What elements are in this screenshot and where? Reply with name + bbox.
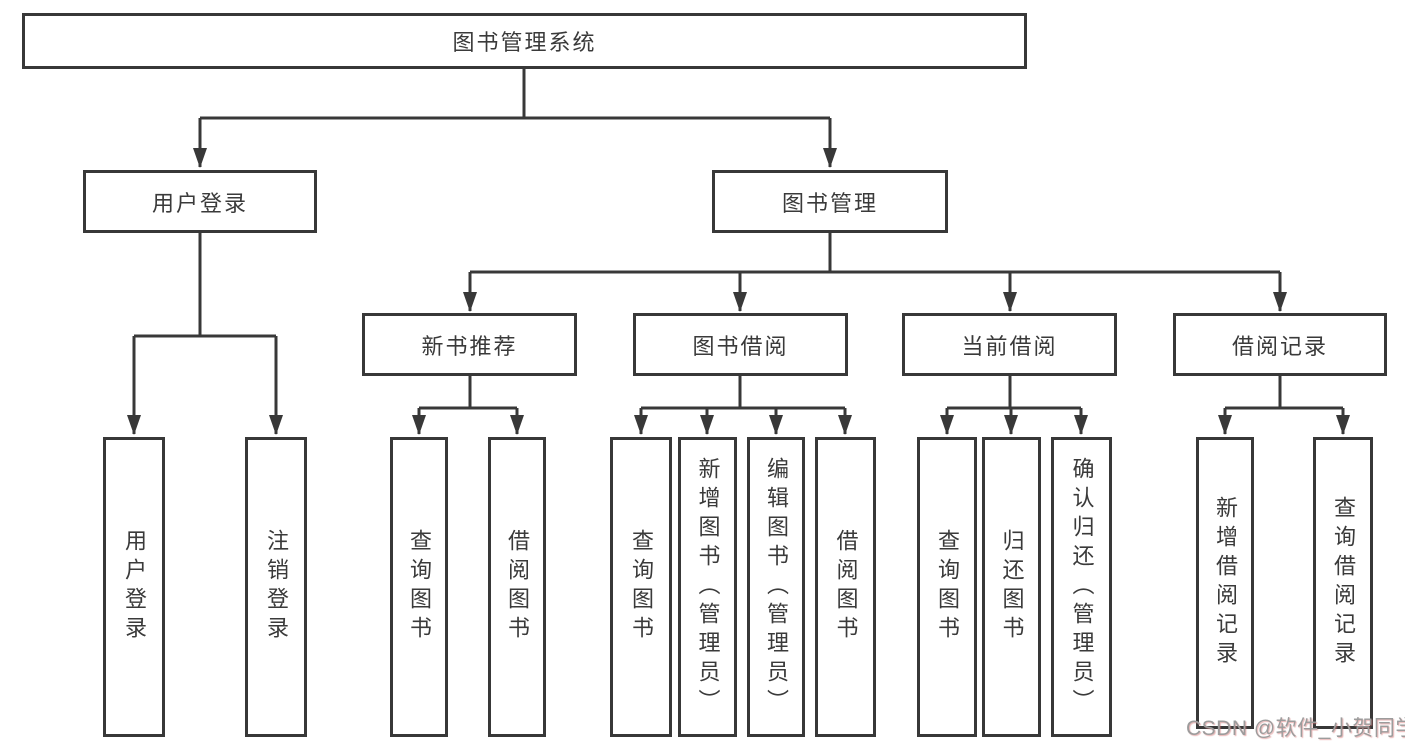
node-label: 当前借阅 [961,333,1058,359]
node-label: 借阅图书 [833,529,859,645]
diagram-leaf-query-book-2: 查询图书 [610,437,672,737]
diagram-node-user-login: 用户登录 [83,170,317,233]
diagram-leaf-query-book-3: 查询图书 [917,437,977,737]
diagram-node-new-book-recommend: 新书推荐 [362,313,577,376]
diagram-leaf-confirm-return-admin: 确认归还（管理员） [1051,437,1112,737]
diagram-node-root: 图书管理系统 [22,13,1027,69]
diagram-leaf-add-borrow-record: 新增借阅记录 [1196,437,1254,729]
csdn-watermark: CSDN @软件_小贺同学 [1186,717,1405,740]
node-label: 借阅记录 [1231,333,1328,359]
diagram-leaf-query-borrow-record: 查询借阅记录 [1313,437,1373,729]
node-label: 借阅图书 [505,529,530,645]
diagram-node-book-borrow: 图书借阅 [633,313,848,376]
node-label: 查询借阅记录 [1331,496,1356,670]
diagram-leaf-borrow-book-2: 借阅图书 [815,437,876,737]
diagram-leaf-edit-book-admin: 编辑图书（管理员） [747,437,805,737]
node-label: 归还图书 [999,529,1025,645]
diagram-node-book-management: 图书管理 [712,170,948,233]
diagram-node-borrow-record: 借阅记录 [1173,313,1387,376]
node-label: 用户登录 [151,190,248,216]
diagram-leaf-add-book-admin: 新增图书（管理员） [678,437,737,737]
node-label: 新书推荐 [421,333,518,359]
diagram-leaf-logout: 注销登录 [245,437,307,737]
node-label: 用户登录 [122,529,147,645]
diagram-leaf-return-book: 归还图书 [982,437,1041,737]
diagram-leaf-user-login: 用户登录 [103,437,165,737]
node-label: 编辑图书（管理员） [764,456,789,718]
node-label: 新增图书（管理员） [695,456,721,718]
node-label: 确认归还（管理员） [1069,456,1095,718]
diagram-leaf-query-book-1: 查询图书 [390,437,448,737]
diagram-leaf-borrow-book-1: 借阅图书 [488,437,546,737]
node-label: 图书管理 [781,190,878,216]
diagram-node-current-borrow: 当前借阅 [902,313,1117,376]
node-label: 查询图书 [407,529,432,645]
node-label: 图书借阅 [692,333,789,359]
node-label: 新增借阅记录 [1213,496,1238,670]
node-label: 查询图书 [629,529,654,645]
node-label: 查询图书 [935,529,960,645]
node-label: 图书管理系统 [452,30,597,55]
node-label: 注销登录 [264,529,289,645]
